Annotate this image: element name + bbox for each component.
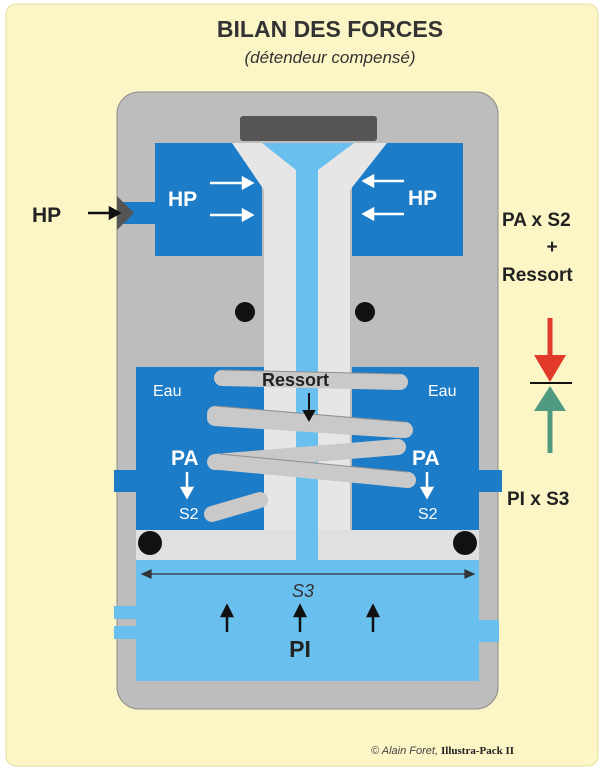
ressort-label: Ressort: [262, 370, 329, 390]
side-port-right: [477, 470, 502, 492]
o-ring-top-left: [235, 302, 255, 322]
s3-dimension-line: [140, 569, 476, 579]
central-passage: [262, 143, 354, 560]
force-top-line3: Ressort: [502, 265, 573, 286]
eau-left-label: Eau: [153, 383, 181, 400]
credit-author: © Alain Foret,: [371, 745, 438, 757]
hp-arrows-right: [361, 173, 404, 222]
force-arrow-up: [534, 386, 566, 453]
force-top-line1: PA x S2: [502, 210, 571, 231]
diagram-subtitle: (détendeur compensé): [244, 48, 415, 67]
hp-left-label: HP: [168, 188, 197, 211]
lower-port-left-2: [114, 626, 138, 639]
pa-arrows: [179, 472, 435, 500]
pi-arrows: [219, 603, 381, 632]
force-arrow-down: [534, 318, 566, 382]
ressort-arrow: [302, 393, 316, 423]
pa-right-label: PA: [412, 447, 440, 470]
lower-chamber: [136, 560, 479, 681]
hp-chamber-left: [155, 143, 262, 256]
o-ring-bottom-right: [453, 531, 477, 555]
diagram-title: BILAN DES FORCES: [217, 16, 443, 42]
s3-label: S3: [292, 581, 314, 601]
hp-inlet-nozzle: [117, 196, 134, 230]
lower-port-left-1: [114, 606, 138, 619]
side-port-left: [114, 470, 138, 492]
spring: [204, 370, 416, 522]
credit-brand: Illustra-Pack II: [441, 745, 514, 757]
o-ring-bottom-left: [138, 531, 162, 555]
hp-inlet-arrow: [88, 205, 122, 221]
hp-arrows-left: [210, 175, 255, 223]
pa-left-label: PA: [171, 447, 199, 470]
o-ring-top-right: [355, 302, 375, 322]
force-bottom: PI x S3: [507, 489, 569, 510]
lower-port-right: [477, 620, 499, 642]
s2-right-label: S2: [418, 506, 438, 523]
top-cap: [240, 116, 377, 141]
hp-right-label: HP: [408, 187, 437, 210]
s2-left-label: S2: [179, 506, 199, 523]
pi-label: PI: [289, 636, 311, 662]
hp-inlet-label: HP: [32, 204, 61, 227]
eau-right-label: Eau: [428, 383, 456, 400]
force-top-line2: +: [546, 237, 557, 258]
